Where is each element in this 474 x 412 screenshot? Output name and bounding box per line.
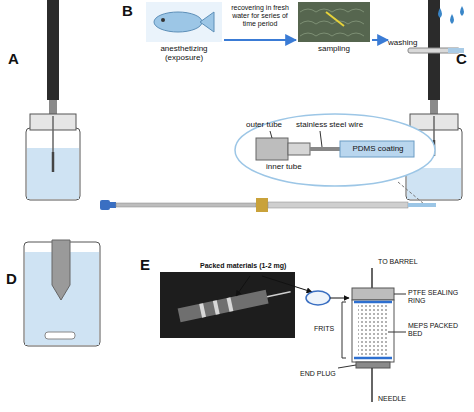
fiber-inserted (326, 12, 344, 26)
plunger (116, 203, 256, 207)
part-label: outer tube (246, 120, 282, 129)
syringe-ring (227, 297, 234, 312)
frits-bracket (342, 302, 346, 358)
part-label: inner tube (266, 162, 302, 171)
leader-line (388, 332, 406, 333)
packed-bed (358, 303, 388, 357)
pointer-arrow (236, 276, 250, 296)
syringe-body (178, 290, 269, 322)
syringe-needle (267, 292, 290, 297)
plunger-cap (110, 202, 116, 208)
zoom-line (398, 182, 424, 204)
part-label: TO BARREL (378, 258, 418, 266)
panel-letter: C (456, 50, 467, 67)
water-drop (450, 14, 454, 24)
panel-letter: B (122, 2, 133, 19)
barrel-line (371, 268, 373, 288)
frit (354, 357, 392, 360)
outer-tube (256, 138, 288, 160)
inner-tube (288, 143, 310, 155)
panel-letter: E (140, 256, 150, 273)
part-label: END PLUG (300, 370, 336, 378)
panel-letter: A (8, 50, 19, 67)
needle (52, 116, 54, 152)
sorbent-tip (52, 240, 70, 300)
part-label: stainless steel wire (296, 120, 363, 129)
step-label: sampling (296, 44, 372, 53)
fiber-holder (47, 0, 59, 100)
panel-letter: D (6, 270, 17, 287)
syringe-ring (199, 303, 206, 318)
flow-arrow (372, 39, 388, 41)
zoom-circle (235, 114, 435, 186)
part-label: PDMS coating (344, 144, 412, 153)
water-drop (460, 6, 464, 16)
plunger-cap (100, 200, 110, 210)
ptfe-ring (352, 288, 394, 300)
frit (354, 301, 392, 304)
stir-bar (45, 332, 75, 339)
syringe (178, 285, 292, 322)
step-label: anesthetizing (exposure) (144, 44, 224, 62)
leader-line (270, 131, 272, 138)
part-label: NEEDLE (378, 395, 406, 403)
leader-line (338, 365, 356, 368)
sample-liquid (407, 168, 461, 199)
fish-body (154, 12, 202, 32)
part-label: PTFE SEALING RING (408, 289, 472, 305)
callout-text: Packed materials (1-2 mg) (200, 262, 310, 270)
pdms-coating (340, 141, 414, 157)
hub (256, 198, 268, 212)
pointer-arrow (262, 276, 312, 292)
syringe-ring (213, 300, 220, 315)
meps-body (352, 300, 394, 362)
zoom-mark (306, 291, 330, 305)
water-drop (438, 8, 442, 18)
needle (371, 368, 373, 402)
arrow-label: recovering in fresh water for series of … (226, 4, 294, 28)
process-step: sampling (296, 0, 372, 62)
steel-wire (310, 147, 340, 151)
fiber-tip (408, 203, 436, 207)
fish-eye (161, 18, 165, 22)
fish-tail (200, 12, 214, 32)
fiber (52, 152, 55, 172)
needle (433, 116, 435, 140)
part-label: MEPS PACKED BED (408, 322, 468, 338)
fish-image (146, 2, 222, 42)
leader-line (320, 131, 322, 147)
flow-arrow (224, 39, 296, 41)
end-plug (356, 362, 390, 368)
meps-photo (160, 272, 295, 338)
step-label: washing (388, 38, 417, 47)
process-step: washing (388, 0, 472, 62)
process-step: anesthetizing (exposure) (144, 0, 224, 62)
barrel (268, 202, 408, 208)
fish-scales (300, 9, 364, 36)
pointer-arrow (330, 298, 349, 299)
part-label: FRITS (314, 325, 334, 333)
leader-line (394, 294, 406, 295)
sample-liquid (27, 148, 79, 199)
sampling-photo (298, 2, 370, 42)
